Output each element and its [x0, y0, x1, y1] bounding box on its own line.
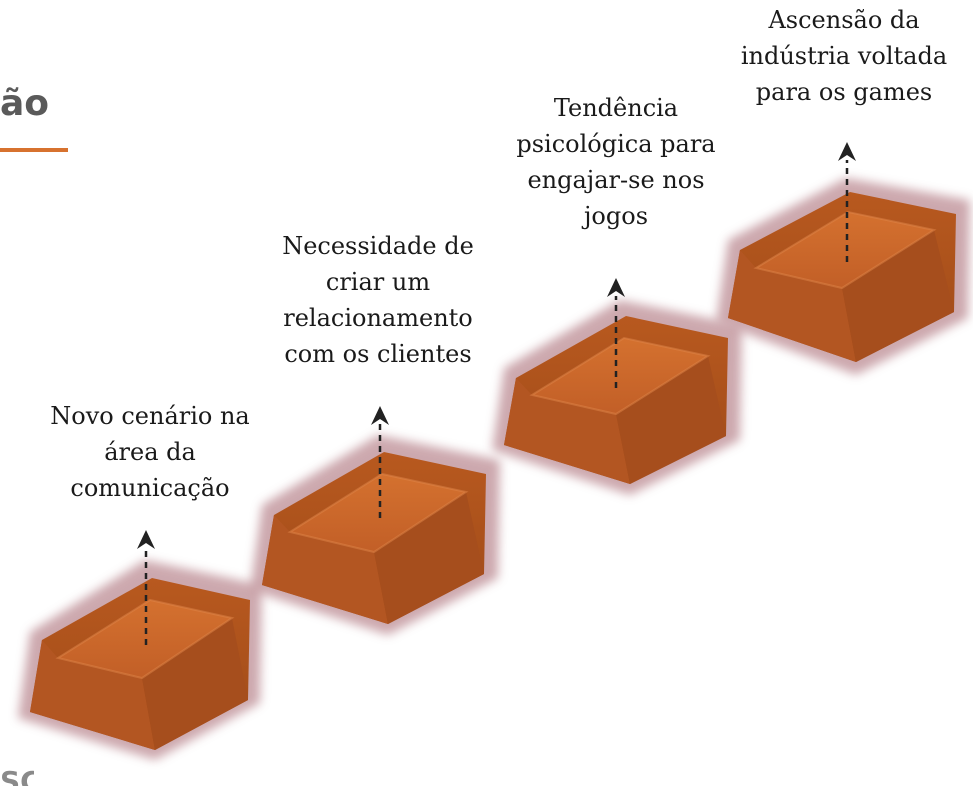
step-label-1-line-2: área da [104, 438, 196, 466]
step-label-2: Necessidade de criar um relacionamento c… [258, 228, 498, 372]
step-label-3-line-2: psicológica para [516, 130, 716, 158]
step-block-4 [716, 178, 970, 375]
step-label-2-line-1: Necessidade de [282, 232, 474, 260]
arrow-step-2 [371, 406, 389, 518]
step-label-2-line-4: com os clientes [284, 340, 472, 368]
arrow-step-4 [838, 142, 856, 262]
step-label-1-line-3: comunicação [70, 474, 230, 502]
step-label-4-line-1: Ascensão da [768, 6, 920, 34]
step-label-3: Tendência psicológica para engajar-se no… [496, 90, 736, 234]
step-label-4-line-3: para os games [755, 78, 933, 106]
step-label-3-line-3: engajar-se nos [527, 166, 705, 194]
step-label-1: Novo cenário na área da comunicação [30, 398, 270, 506]
step-label-2-line-2: criar um [325, 268, 431, 296]
step-label-1-line-1: Novo cenário na [50, 402, 250, 430]
arrow-step-1 [137, 530, 155, 645]
step-block-3 [492, 300, 742, 495]
title-underline-rule [0, 148, 68, 152]
arrow-step-3 [607, 278, 625, 388]
footer-text-fragment: SC [0, 770, 34, 786]
step-label-4-line-2: indústria voltada [740, 42, 948, 70]
step-label-3-line-4: jogos [583, 202, 649, 230]
slide-title-fragment: ão [0, 83, 50, 124]
footer-text-fragment-label: SC [0, 770, 34, 786]
step-label-3-line-1: Tendência [553, 94, 679, 122]
step-block-1 [18, 560, 262, 760]
step-label-2-line-3: relacionamento [283, 304, 473, 332]
step-label-4: Ascensão da indústria voltada para os ga… [716, 2, 972, 110]
step-block-2 [250, 435, 500, 635]
